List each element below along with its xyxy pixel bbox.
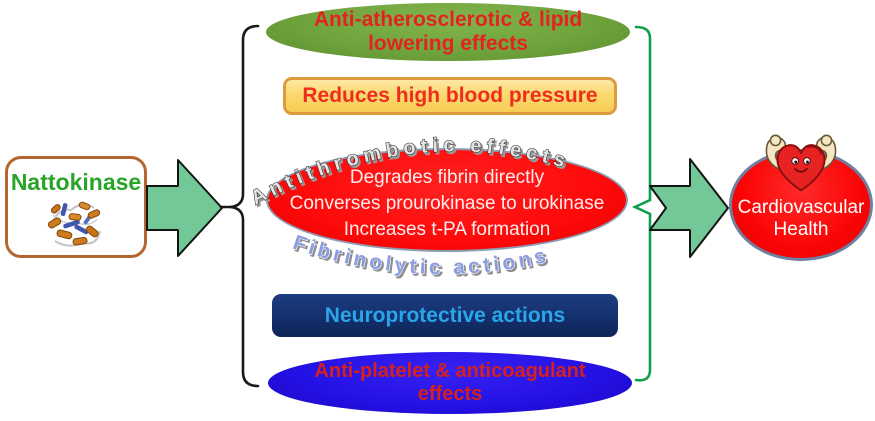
effect-antiplatelet: Anti-platelet & anticoagulant effects [268, 352, 632, 414]
effect-anti-atherosclerotic: Anti-atherosclerotic & lipid lowering ef… [266, 3, 630, 61]
arrow-right-icon-2 [649, 158, 729, 258]
fibrinolytic-line-2: Converses prourokinase to urokinase [289, 193, 605, 214]
effect-blood-pressure: Reduces high blood pressure [283, 77, 617, 115]
effect-neuroprotective: Neuroprotective actions [272, 294, 618, 337]
strong-heart-icon [765, 134, 837, 192]
cardiovascular-health-label: Cardiovascular Health [737, 197, 865, 240]
fibrinolytic-line-1: Degrades fibrin directly [349, 167, 545, 188]
fibrinolytic-line-3: Increases t-PA formation [343, 219, 551, 240]
left-brace [219, 24, 260, 388]
arrow-right-icon [146, 159, 223, 257]
nattokinase-label: Nattokinase [10, 169, 142, 195]
effect-antithrombotic-ellipse: Degrades fibrin directly Converses prour… [266, 148, 628, 252]
nattokinase-box: Nattokinase [5, 156, 147, 258]
protein-structure-icon [47, 201, 101, 247]
right-bracket [631, 25, 652, 382]
